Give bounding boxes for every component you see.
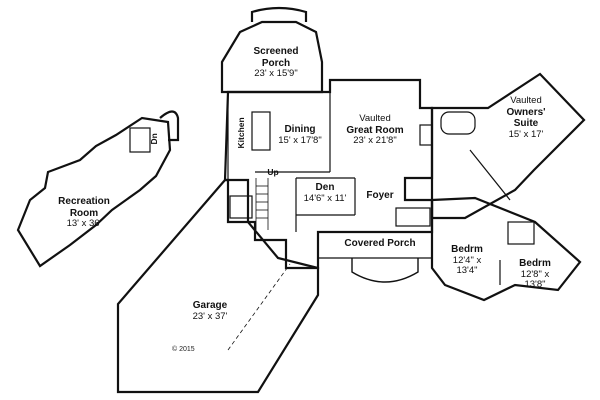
- room-name: Covered Porch: [344, 238, 416, 249]
- room-dims: 15' x 17'8": [278, 134, 322, 146]
- room-dims: 15' x 17': [508, 128, 544, 140]
- stair-down-label: Dn: [149, 133, 160, 145]
- garage-door-line: [227, 263, 291, 351]
- foyer-closet: [395, 207, 431, 227]
- room-name: Bedrm: [519, 258, 551, 269]
- room-dims-2: 13'4": [456, 265, 478, 277]
- room-name-2: Room: [69, 207, 99, 219]
- bedroom-wing-walls: [430, 196, 582, 302]
- room-name: Screened: [253, 46, 299, 57]
- room-foyer: Foyer: [358, 190, 402, 202]
- kitchen-island: [251, 111, 271, 151]
- laundry: [229, 195, 253, 219]
- room-name: Great Room: [346, 124, 404, 136]
- main-stairs: [255, 178, 269, 230]
- room-kitchen: Kitchen: [236, 117, 247, 149]
- recreation-room-walls: [16, 116, 172, 268]
- room-name: Foyer: [366, 190, 394, 201]
- room-name: Den: [315, 182, 335, 193]
- room-dims: 23' x 37': [192, 310, 228, 322]
- room-name: Recreation: [58, 196, 110, 207]
- room-dining: Dining 15' x 17'8": [270, 124, 330, 146]
- room-dims-2: 13'8": [524, 279, 546, 291]
- owners-tub: [440, 111, 476, 135]
- room-dims: 12'4" x: [452, 254, 482, 266]
- room-name: Owners': [506, 106, 546, 118]
- room-den: Den 14'6" x 11': [296, 182, 354, 204]
- garage-walls: [116, 178, 320, 394]
- room-name: Bedrm: [451, 244, 483, 255]
- room-garage: Garage 23' x 37': [170, 300, 250, 322]
- room-dims: 23' x 15'9": [254, 68, 298, 79]
- room-dims: 13' x 36': [66, 218, 102, 229]
- room-name-prefix: Vaulted: [359, 113, 391, 124]
- room-screened-porch: Screened Porch 23' x 15'9": [236, 46, 316, 80]
- room-great-room: Vaulted Great Room 23' x 21'8": [335, 113, 415, 147]
- room-name: Garage: [192, 300, 228, 311]
- covered-porch-arc: [351, 258, 419, 283]
- copyright: © 2015: [172, 346, 195, 353]
- owners-closet-wall: [469, 149, 511, 201]
- room-name: Dining: [284, 124, 316, 135]
- room-dims: 23' x 21'8": [353, 135, 397, 147]
- room-dims: 14'6" x 11': [303, 192, 347, 204]
- screened-porch-bump: [250, 6, 308, 22]
- owners-wing-walls: [430, 72, 586, 220]
- stair-up-label: Up: [267, 167, 279, 177]
- room-name-prefix: Vaulted: [510, 95, 542, 106]
- room-name-2: Suite: [513, 118, 539, 130]
- room-name-2: Porch: [261, 57, 291, 69]
- room-bedroom-1: Bedrm 12'4" x 13'4": [440, 244, 494, 277]
- room-covered-porch: Covered Porch: [330, 238, 430, 250]
- room-dims: 12'8" x: [520, 268, 550, 280]
- room-bedroom-2: Bedrm 12'8" x 13'8": [508, 258, 562, 291]
- rec-bath: [129, 127, 151, 153]
- bath-2: [507, 221, 535, 245]
- room-recreation: Recreation Room 13' x 36': [34, 196, 134, 230]
- fireplace: [419, 124, 433, 146]
- rec-stair: [159, 110, 180, 142]
- room-owners-suite: Vaulted Owners' Suite 15' x 17': [495, 95, 557, 141]
